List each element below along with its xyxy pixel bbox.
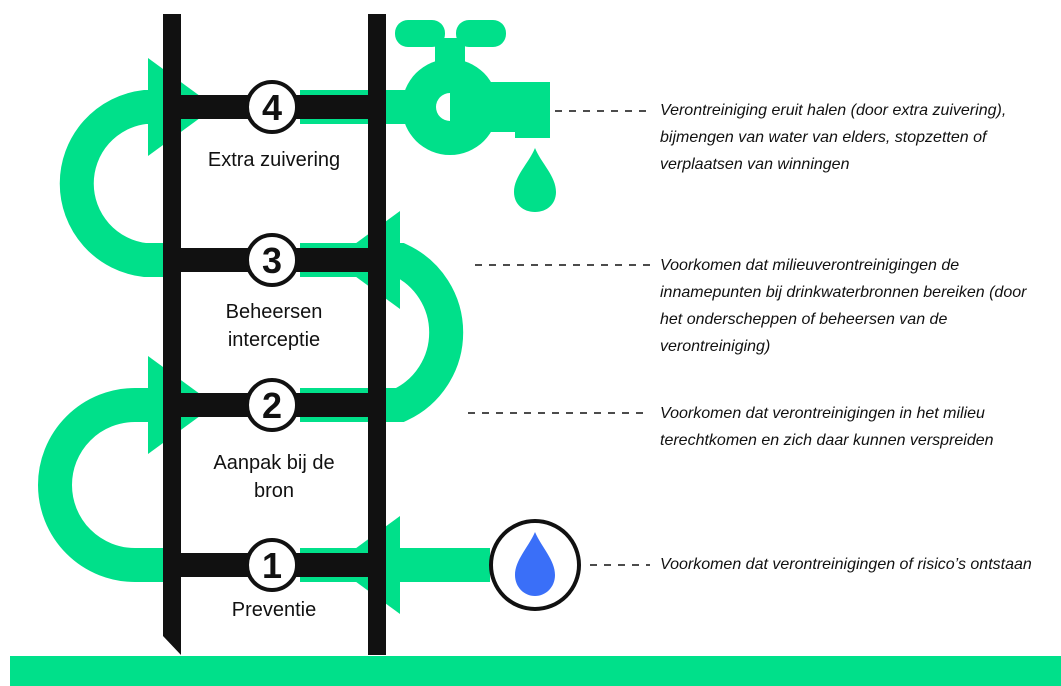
ladder-rail-left xyxy=(163,14,181,655)
step-number-4: 4 xyxy=(262,87,282,128)
ladder-rail-right xyxy=(368,14,386,655)
step-number-3: 3 xyxy=(262,240,282,281)
step-description-4: Verontreiniging eruit halen (door extra … xyxy=(660,102,1007,173)
ladder-rails xyxy=(163,14,386,655)
step-label-2: Aanpak bij de bron xyxy=(213,452,335,502)
step-label-1: Preventie xyxy=(231,599,317,621)
step-description-1: Voorkomen dat verontreinigingen of risic… xyxy=(660,556,1032,573)
step-number-badges: 4 3 2 1 xyxy=(245,80,299,592)
water-source-droplet-icon xyxy=(489,519,581,611)
water-droplet-icon xyxy=(514,148,556,212)
leader-lines xyxy=(468,110,650,566)
step-number-2: 2 xyxy=(262,385,282,426)
step-description-2: Voorkomen dat verontreinigingen in het m… xyxy=(660,405,994,449)
step-label-3: Beheersen interceptie xyxy=(225,301,323,351)
step-label-4: Extra zuivering xyxy=(207,149,341,171)
ground-bar xyxy=(10,656,1061,686)
water-tap-icon xyxy=(395,20,556,212)
step-description-3: Voorkomen dat milieuverontreinigingen de… xyxy=(660,257,1027,355)
step-number-1: 1 xyxy=(262,545,282,586)
